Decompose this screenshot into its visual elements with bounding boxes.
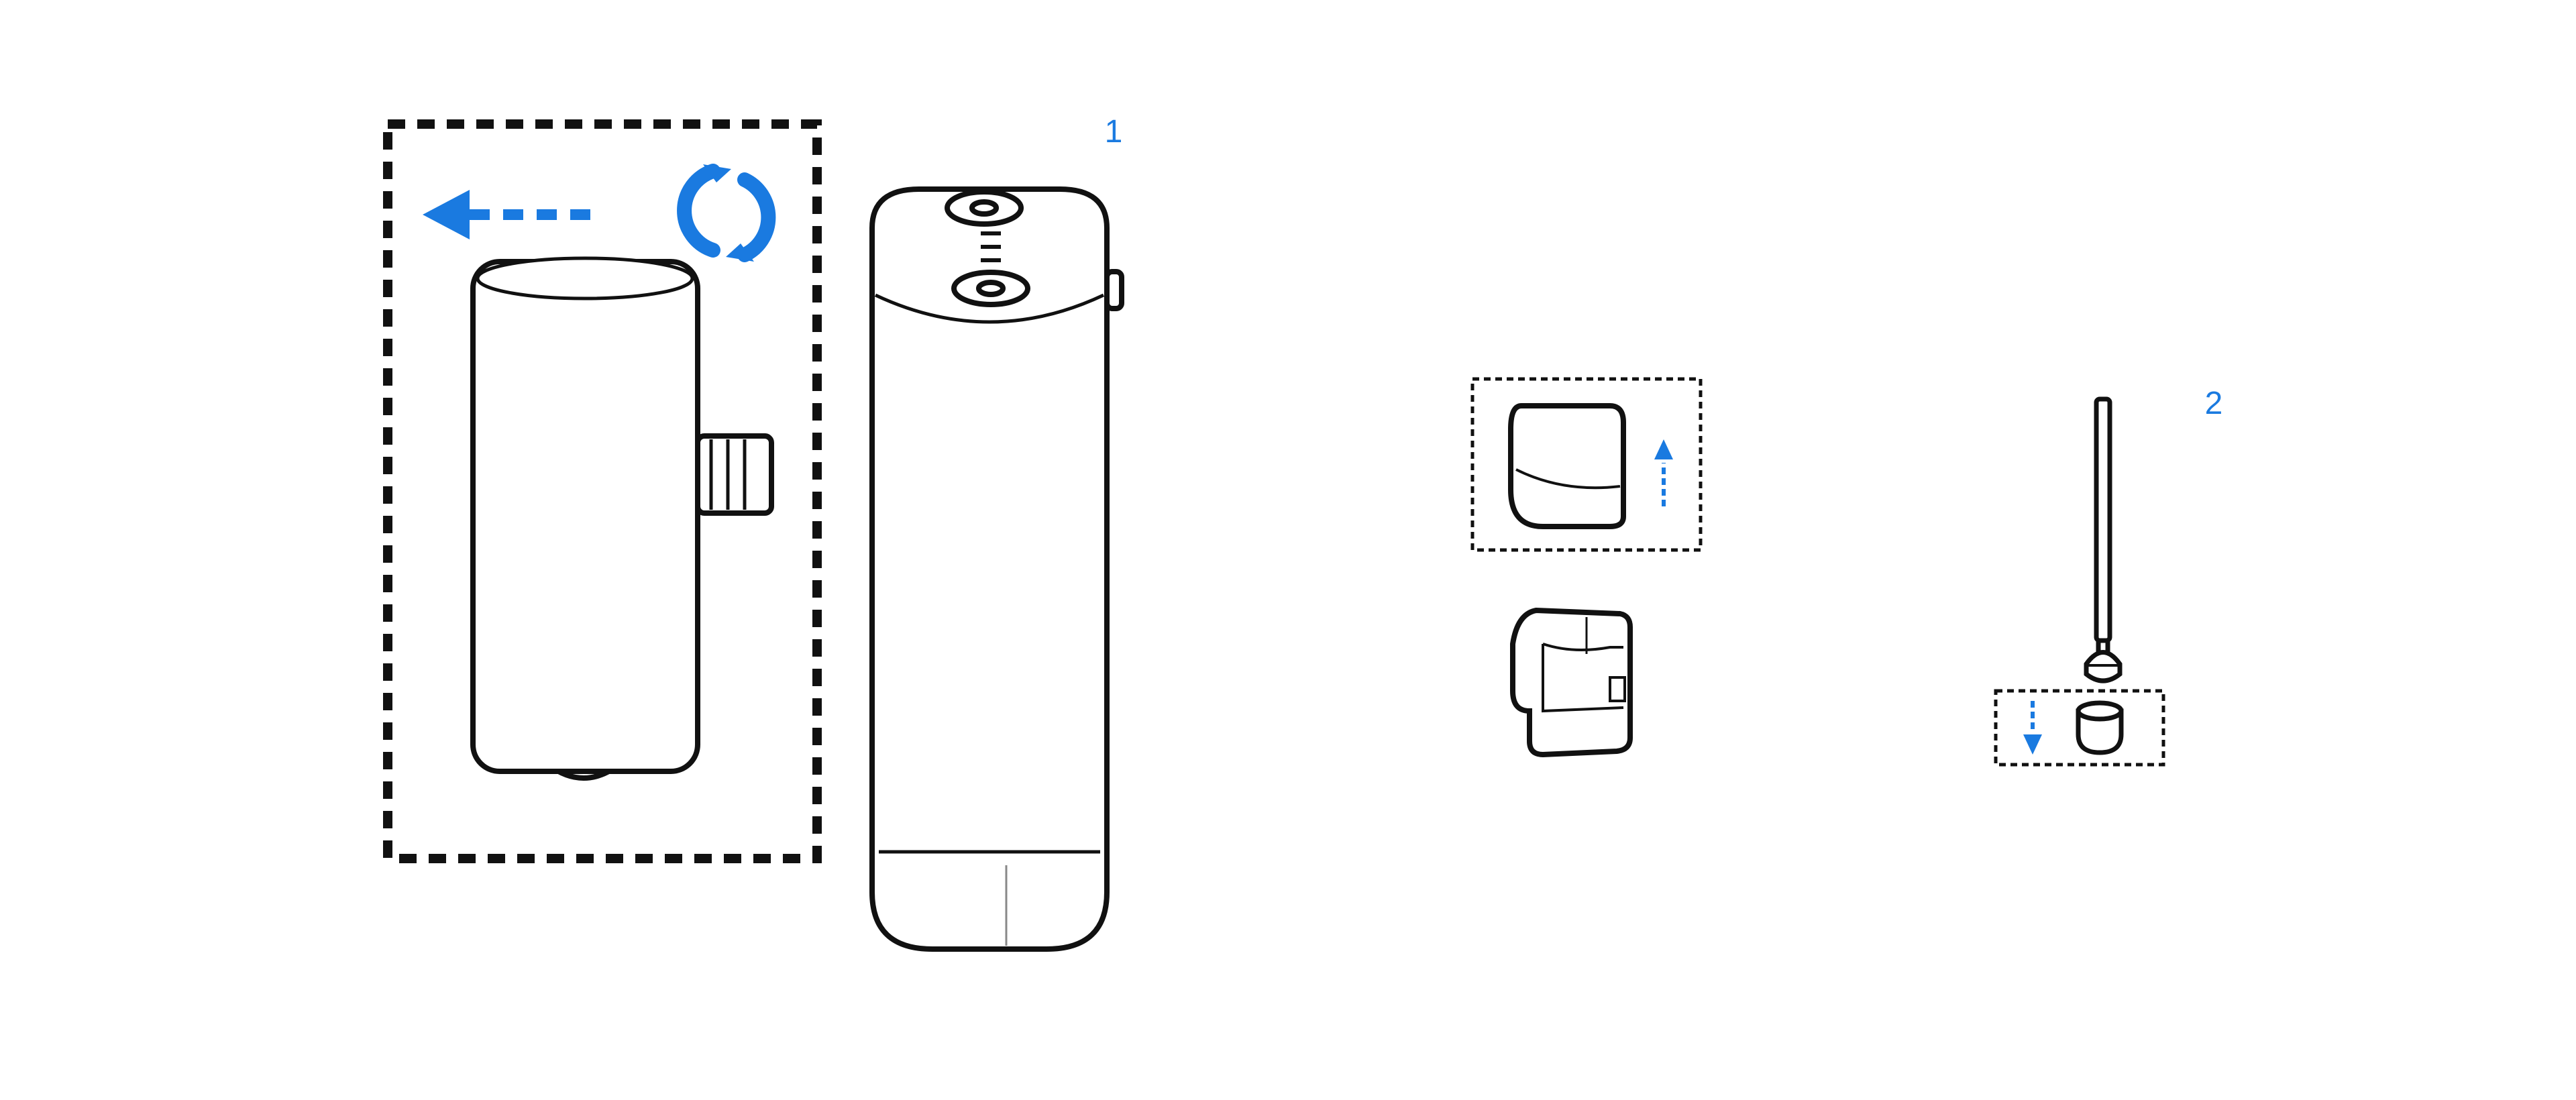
step-1-group: 1 xyxy=(383,114,1124,952)
water-tank xyxy=(470,256,774,781)
suction-tube xyxy=(2084,396,2123,683)
highlight-frame-cap xyxy=(1470,377,1703,552)
step-2-group: 2 xyxy=(1994,386,2223,767)
arrow-left-icon xyxy=(423,190,590,239)
highlight-frame-filter xyxy=(1994,689,2165,767)
holder-piece xyxy=(1510,607,1633,758)
step-2-number: 2 xyxy=(2205,386,2223,421)
arrow-up-icon xyxy=(1654,439,1673,506)
step-1-number: 1 xyxy=(1105,114,1123,150)
arrow-down-icon xyxy=(2023,701,2042,755)
cap-piece xyxy=(1508,403,1626,529)
filter-cap xyxy=(2076,700,2124,755)
main-unit xyxy=(869,186,1124,952)
rotate-icon xyxy=(677,164,776,262)
step-2-parts-middle xyxy=(1470,377,1703,758)
highlight-frame-tank xyxy=(383,119,822,863)
